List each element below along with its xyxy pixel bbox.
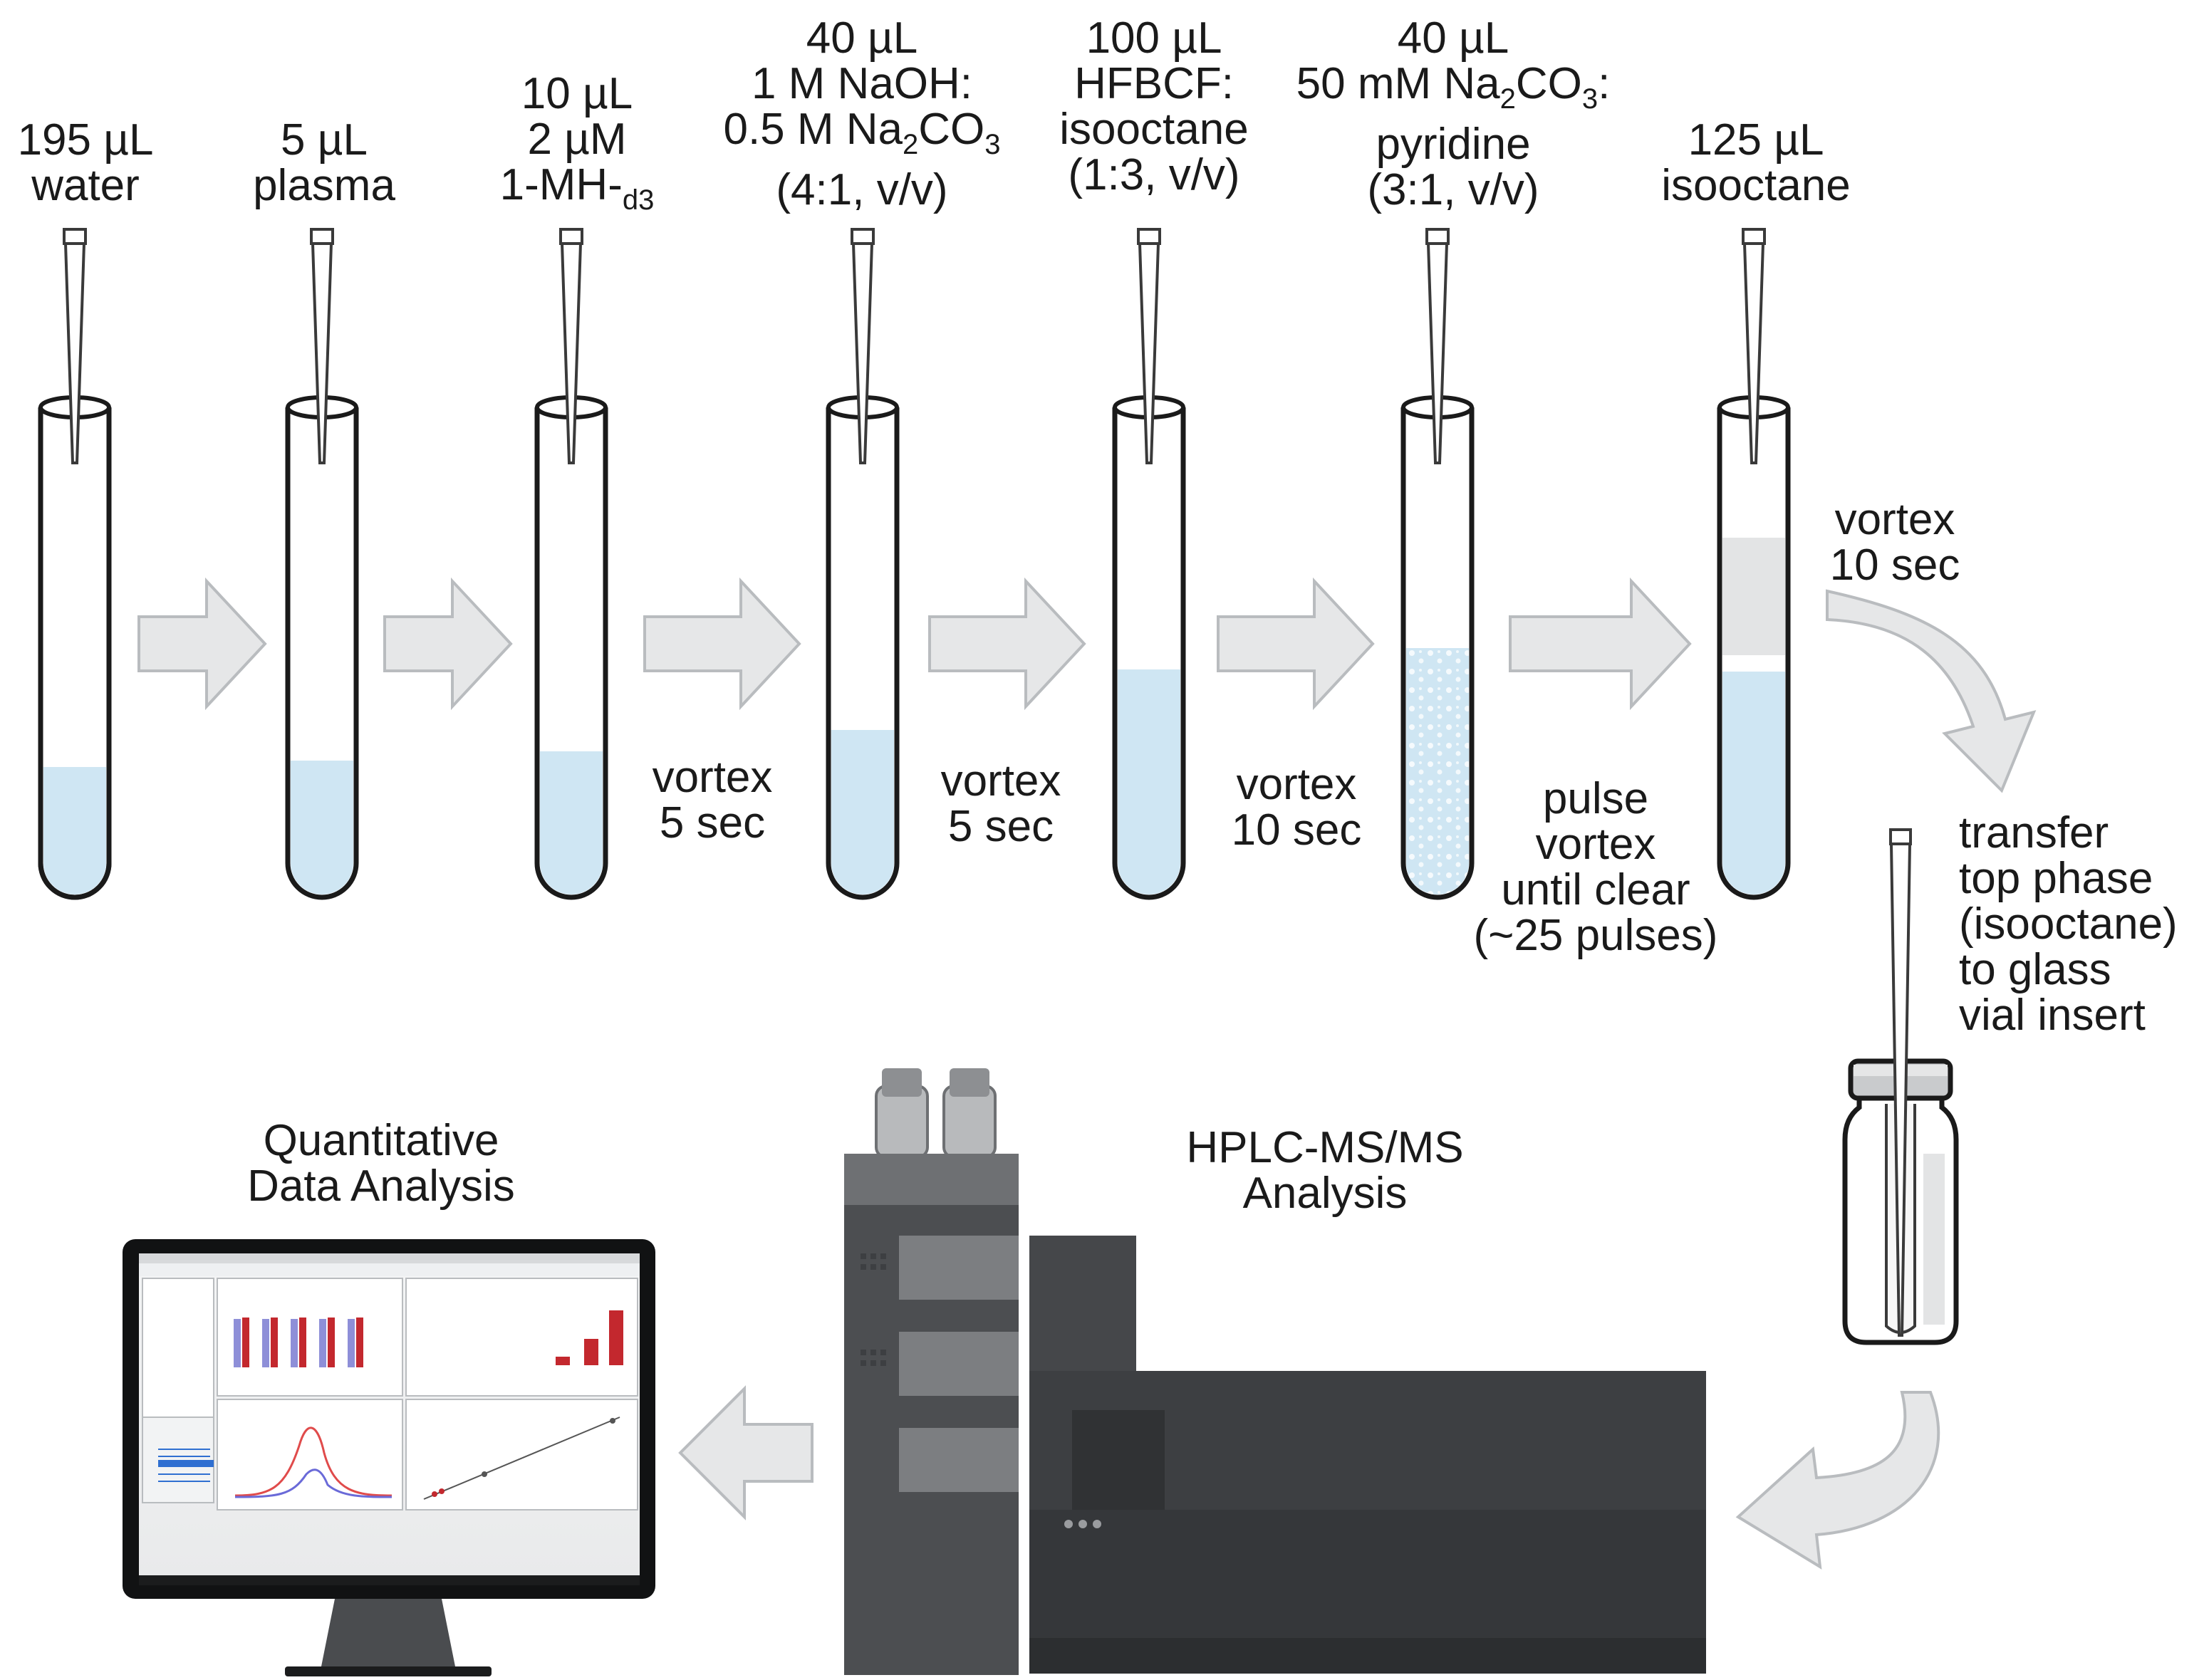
label-line: 40 µL [806, 14, 918, 63]
label-line: 1 M NaOH: [751, 59, 973, 108]
label-line: vortex [940, 756, 1061, 805]
organic-phase [1722, 538, 1785, 655]
tube-2-label: 5 µL plasma [235, 118, 413, 209]
tube-2-plasma [285, 395, 359, 900]
label-line: 125 µL [1688, 115, 1824, 165]
label-line: vortex [652, 753, 773, 802]
tube-4-label: 40 µL 1 M NaOH: 0.5 M Na2CO3 (4:1, v/v) [684, 16, 1040, 213]
label-line: isooctane [1059, 105, 1249, 154]
label-line: 5 sec [947, 802, 1054, 851]
label-line: isooctane [1661, 161, 1851, 210]
right-arrow-icon [1217, 577, 1375, 711]
pipette-tip-icon [1137, 228, 1161, 464]
pipette-tip-icon [1425, 228, 1450, 464]
label-line: 5 µL [281, 115, 368, 165]
curved-arrow-down-icon [1826, 589, 2037, 793]
step-4-label: pulse vortex until clear (~25 pulses) [1446, 776, 1745, 959]
label-line: water [31, 161, 140, 210]
liquid [43, 767, 106, 894]
step-2-label: vortex 5 sec [915, 758, 1086, 850]
pipette-tips [63, 228, 1766, 464]
label-line: 10 sec [1231, 805, 1362, 855]
label-line: pulse [1542, 774, 1649, 823]
label-line: plasma [253, 161, 395, 210]
pipette-tip-icon [851, 228, 875, 464]
pipette-tip-icon [310, 228, 334, 464]
label-line: vortex [1236, 760, 1357, 809]
label-line: 0.5 M Na2CO3 [723, 105, 1001, 161]
hplc-label: HPLC-MS/MS Analysis [1147, 1125, 1503, 1216]
label-line: 50 mM Na2CO3: [1296, 59, 1611, 115]
label-line: 10 sec [1829, 541, 1960, 590]
label-line: (isooctane) [1959, 899, 2178, 949]
flow-arrows [137, 577, 2037, 1570]
label-line: until clear [1501, 865, 1690, 914]
label-line: Quantitative [263, 1116, 499, 1165]
pipette-tip-icon [1742, 228, 1766, 464]
label-line: HPLC-MS/MS [1186, 1123, 1464, 1172]
right-arrow-icon [383, 577, 513, 711]
label-line: 40 µL [1397, 14, 1509, 63]
computer-monitor-icon [123, 1239, 655, 1676]
label-line: Analysis [1242, 1169, 1408, 1218]
tube-1-water [38, 395, 112, 900]
tube-6-pyridine [1400, 395, 1475, 900]
right-arrow-icon [137, 577, 267, 711]
tube-7-isooctane [1717, 395, 1791, 900]
label-line: 2 µM [527, 115, 627, 164]
step-1-label: vortex 5 sec [627, 755, 798, 846]
label-line: (3:1, v/v) [1367, 165, 1539, 214]
left-arrow-icon [678, 1385, 813, 1520]
label-line: vortex [1535, 820, 1656, 869]
label-line: pyridine [1376, 120, 1531, 169]
hplc-ms-instrument [844, 1068, 1706, 1675]
step-3-label: vortex 10 sec [1211, 762, 1382, 853]
label-line: 100 µL [1086, 14, 1222, 63]
tube-4-naoh [826, 395, 900, 900]
tube-3-label: 10 µL 2 µM 1-MH-d3 [470, 71, 684, 223]
label-line: to glass [1959, 945, 2111, 994]
label-line: vortex [1834, 495, 1955, 544]
pipette-tip-icon [63, 228, 87, 464]
right-arrow-icon [928, 577, 1086, 711]
label-line: Data Analysis [247, 1162, 515, 1211]
right-arrow-icon [1509, 577, 1692, 711]
curved-arrow-back-icon [1735, 1391, 1940, 1570]
tube-5-hfbcf [1112, 395, 1186, 900]
label-line: (4:1, v/v) [776, 165, 948, 214]
tube-3-internal-standard [534, 395, 608, 900]
label-line: HFBCF: [1074, 59, 1234, 108]
tube-7-label: 125 µL isooctane [1646, 118, 1866, 209]
pipette-tip-icon [559, 228, 583, 464]
pipette-tip-icon [1889, 842, 1912, 1337]
label-line: (1:3, v/v) [1068, 150, 1240, 199]
label-line: vial insert [1959, 991, 2146, 1040]
tube-6-label: 40 µL 50 mM Na2CO3: pyridine (3:1, v/v) [1275, 16, 1631, 213]
step-5-label: vortex 10 sec [1809, 497, 1980, 588]
step-6-label: transfer top phase (isooctane) to glass … [1959, 810, 2201, 1038]
label-line: 5 sec [659, 798, 766, 847]
label-line: 1-MH-d3 [499, 160, 655, 216]
glass-vial-icon [1842, 828, 1959, 1345]
tube-5-label: 100 µL HFBCF: isooctane (1:3, v/v) [1026, 16, 1282, 198]
analysis-label: Quantitative Data Analysis [199, 1118, 563, 1209]
aqueous-phase [1722, 672, 1785, 894]
label-line: 195 µL [17, 115, 154, 165]
tube-1-label: 195 µL water [0, 118, 171, 209]
label-line: top phase [1959, 854, 2153, 903]
emulsion [1406, 648, 1469, 894]
label-line: transfer [1959, 808, 2109, 857]
right-arrow-icon [643, 577, 801, 711]
label-line: 10 µL [521, 69, 633, 118]
label-line: (~25 pulses) [1473, 911, 1718, 960]
